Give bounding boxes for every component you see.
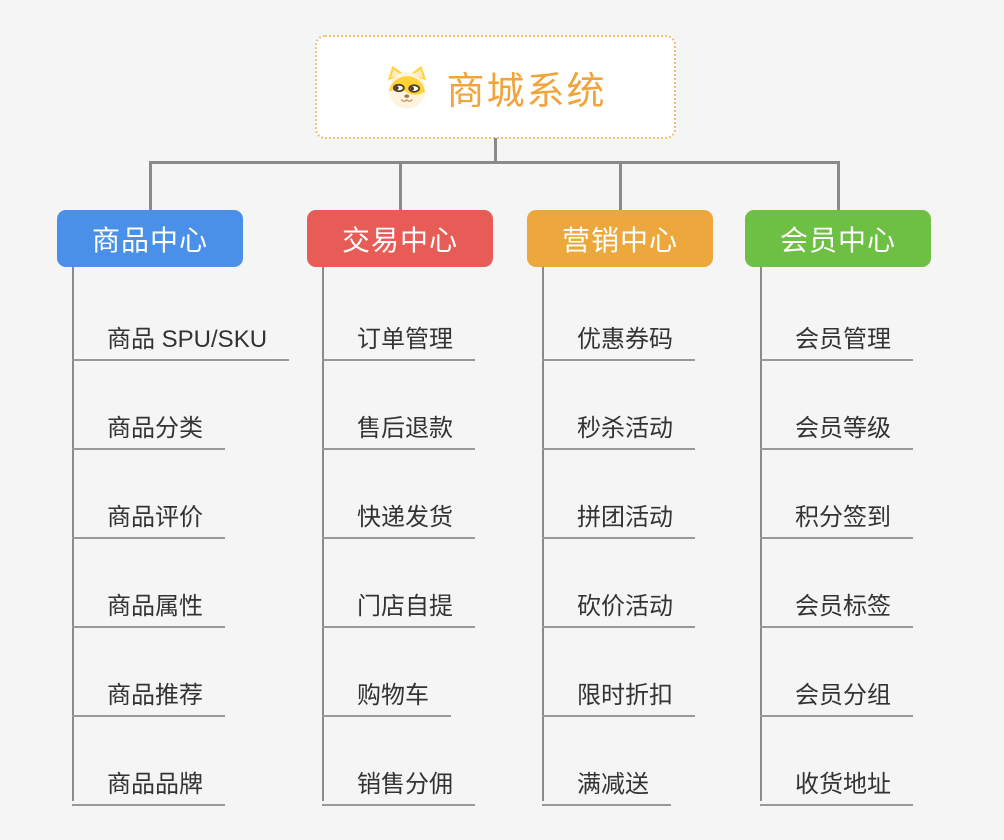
- subtopic-label: 销售分佣: [357, 771, 453, 798]
- root-topic[interactable]: 商城系统: [315, 35, 676, 139]
- subtopic-label: 砍价活动: [577, 593, 673, 620]
- subtopic-label: 收货地址: [795, 771, 891, 798]
- subtopic[interactable]: 售后退款: [322, 405, 475, 450]
- branch-column-2: 交易中心 订单管理 售后退款 快递发货 门店自提 购物车 销售分佣: [307, 210, 493, 806]
- branch-trunk-line: [72, 267, 74, 801]
- subtopic-label: 积分签到: [795, 504, 891, 531]
- subtopic[interactable]: 收货地址: [760, 761, 913, 806]
- subtopic[interactable]: 拼团活动: [542, 494, 695, 539]
- branch-trunk-line: [760, 267, 762, 801]
- subtopic-label: 商品属性: [107, 593, 203, 620]
- subtopic-label: 商品分类: [107, 415, 203, 442]
- connector-line: [493, 138, 497, 164]
- subtopic[interactable]: 商品品牌: [72, 761, 225, 806]
- dog-face-icon: [384, 64, 430, 110]
- subtopic[interactable]: 限时折扣: [542, 672, 695, 717]
- branch-topic[interactable]: 商品中心: [57, 210, 243, 267]
- subtopic-label: 快递发货: [357, 504, 453, 531]
- branch-trunk-line: [322, 267, 324, 801]
- subtopic[interactable]: 销售分佣: [322, 761, 475, 806]
- connector-line: [148, 161, 152, 210]
- connector-line: [148, 161, 840, 164]
- branch-topic[interactable]: 会员中心: [745, 210, 931, 267]
- subtopic-label: 门店自提: [357, 593, 453, 620]
- subtopic-label: 商品品牌: [107, 771, 203, 798]
- subtopic-label: 订单管理: [357, 326, 453, 353]
- branch-column-4: 会员中心 会员管理 会员等级 积分签到 会员标签 会员分组 收货地址: [745, 210, 931, 806]
- root-title: 商城系统: [446, 70, 607, 113]
- subtopic-label: 商品 SPU/SKU: [107, 326, 268, 353]
- subtopic[interactable]: 满减送: [542, 761, 671, 806]
- subtopic[interactable]: 商品推荐: [72, 672, 225, 717]
- subtopic[interactable]: 购物车: [322, 672, 451, 717]
- subtopic[interactable]: 会员分组: [760, 672, 913, 717]
- branch-topic[interactable]: 营销中心: [527, 210, 713, 267]
- connector-line: [618, 161, 622, 210]
- subtopic[interactable]: 积分签到: [760, 494, 913, 539]
- subtopic[interactable]: 商品 SPU/SKU: [72, 316, 290, 361]
- branch-label: 交易中心: [341, 224, 458, 256]
- subtopic[interactable]: 商品评价: [72, 494, 225, 539]
- connector-line: [398, 161, 402, 210]
- subtopic[interactable]: 会员管理: [760, 316, 913, 361]
- subtopic-label: 秒杀活动: [577, 415, 673, 442]
- subtopic[interactable]: 订单管理: [322, 316, 475, 361]
- subtopic-label: 会员等级: [795, 415, 891, 442]
- subtopic-label: 会员标签: [795, 593, 891, 620]
- subtopic-label: 购物车: [357, 682, 429, 709]
- subtopic[interactable]: 会员标签: [760, 583, 913, 628]
- branch-column-3: 营销中心 优惠券码 秒杀活动 拼团活动 砍价活动 限时折扣 满减送: [527, 210, 713, 806]
- branch-trunk-line: [542, 267, 544, 801]
- subtopic[interactable]: 商品属性: [72, 583, 225, 628]
- subtopic-label: 拼团活动: [577, 504, 673, 531]
- subtopic[interactable]: 门店自提: [322, 583, 475, 628]
- subtopic[interactable]: 秒杀活动: [542, 405, 695, 450]
- subtopic-label: 会员管理: [795, 326, 891, 353]
- subtopic[interactable]: 优惠券码: [542, 316, 695, 361]
- subtopic-label: 售后退款: [357, 415, 453, 442]
- branch-label: 营销中心: [561, 224, 678, 256]
- subtopic[interactable]: 商品分类: [72, 405, 225, 450]
- branch-topic[interactable]: 交易中心: [307, 210, 493, 267]
- branch-column-1: 商品中心 商品 SPU/SKU 商品分类 商品评价 商品属性 商品推荐 商品品牌: [57, 210, 290, 806]
- branch-label: 会员中心: [779, 224, 896, 256]
- subtopic[interactable]: 快递发货: [322, 494, 475, 539]
- subtopic-label: 商品评价: [107, 504, 203, 531]
- subtopic[interactable]: 砍价活动: [542, 583, 695, 628]
- subtopic-label: 商品推荐: [107, 682, 203, 709]
- subtopic-label: 会员分组: [795, 682, 891, 709]
- branch-label: 商品中心: [91, 224, 208, 256]
- subtopic[interactable]: 会员等级: [760, 405, 913, 450]
- subtopic-label: 满减送: [577, 771, 649, 798]
- subtopic-label: 限时折扣: [577, 682, 673, 709]
- subtopic-label: 优惠券码: [577, 326, 673, 353]
- connector-line: [836, 161, 840, 210]
